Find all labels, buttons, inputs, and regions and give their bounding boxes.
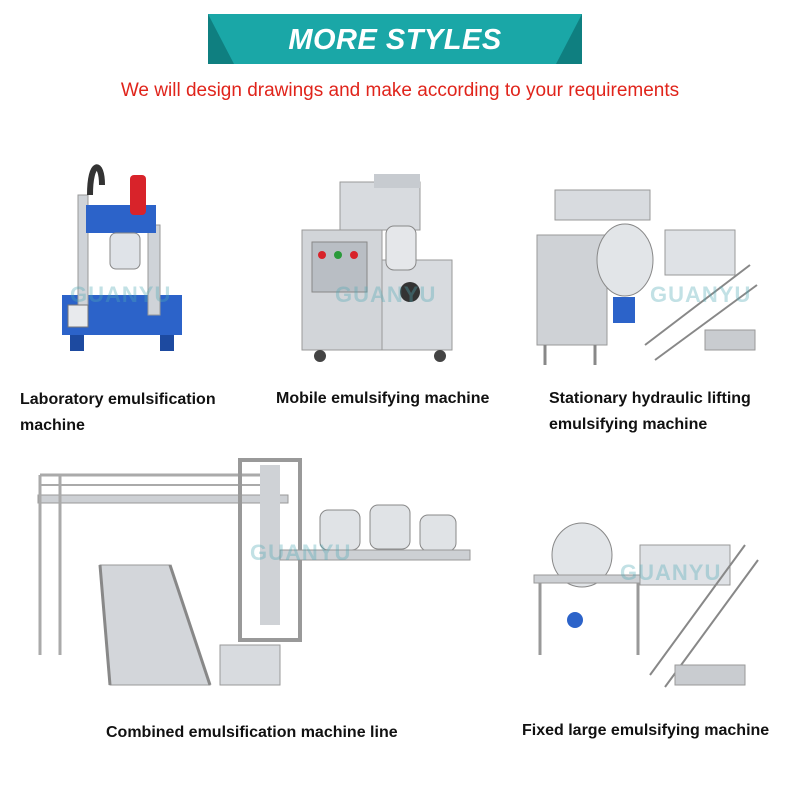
- brand-watermark: GUANYU: [70, 282, 172, 307]
- product-label-fixed-large: Fixed large emulsifying machine: [522, 718, 769, 744]
- product-label-laboratory: Laboratory emulsification machine: [20, 387, 216, 439]
- header-banner: MORE STYLES: [208, 14, 582, 64]
- brand-watermark: GUANYU: [335, 282, 437, 307]
- product-label-line: Stationary hydraulic lifting: [549, 390, 751, 407]
- product-label-line: emulsifying machine: [549, 416, 708, 433]
- product-label-line: machine: [20, 417, 85, 434]
- banner-title: MORE STYLES: [288, 24, 502, 56]
- product-label-line: Laboratory emulsification: [20, 391, 216, 408]
- page-subtitle: We will design drawings and make accordi…: [120, 80, 680, 101]
- banner-shape: [208, 14, 582, 64]
- product-image-mobile: [300, 170, 460, 365]
- product-label-stationary: Stationary hydraulic lifting emulsifying…: [549, 386, 751, 438]
- product-image-laboratory: [40, 155, 200, 365]
- product-label-line: Mobile emulsifying machine: [276, 390, 490, 407]
- brand-watermark: GUANYU: [650, 282, 752, 307]
- product-image-fixed-large: [530, 515, 765, 695]
- product-label-mobile: Mobile emulsifying machine: [276, 386, 489, 412]
- product-label-line: Combined emulsification machine line: [106, 724, 398, 741]
- product-label-combined: Combined emulsification machine line: [106, 720, 398, 746]
- brand-watermark: GUANYU: [620, 560, 722, 585]
- product-label-line: Fixed large emulsifying machine: [522, 722, 770, 739]
- brand-watermark: GUANYU: [250, 540, 352, 565]
- product-image-combined: [30, 455, 480, 705]
- product-image-stationary: [535, 185, 760, 370]
